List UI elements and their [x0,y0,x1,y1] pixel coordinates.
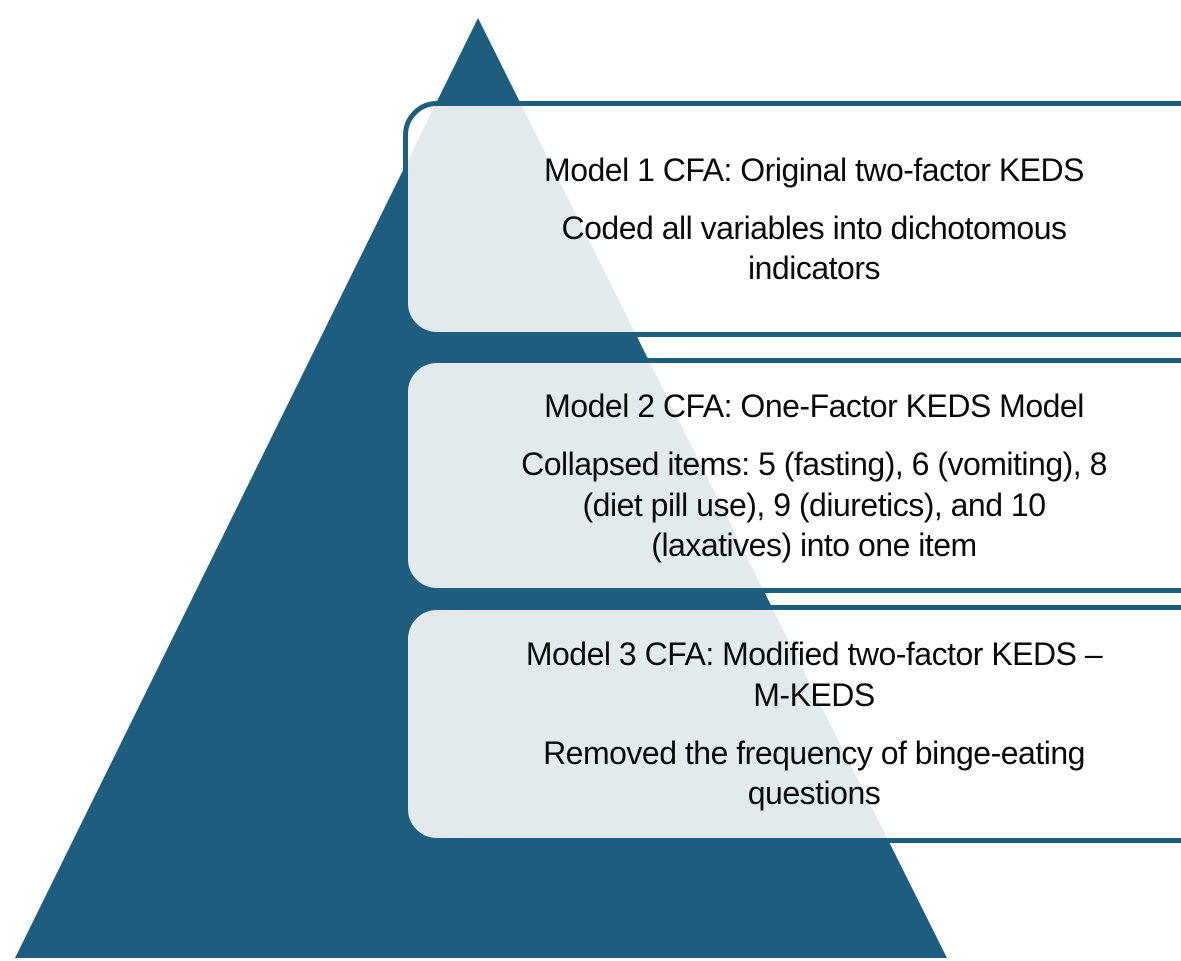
model-3-body: Removed the frequency of binge-eating qu… [543,735,1085,812]
model-3-heading: Model 3 CFA: Modified two-factor KEDS – … [525,636,1103,713]
model-1-body: Coded all variables into dichotomous ind… [561,209,1067,287]
model-1-heading: Model 1 CFA: Original two-factor KEDS [544,151,1084,188]
model-2-body: Collapsed items: 5 (fasting), 6 (vomitin… [521,446,1107,563]
model-2-box: Model 2 CFA: One-Factor KEDS Model Colla… [403,358,1181,593]
model-1-box: Model 1 CFA: Original two-factor KEDS Co… [403,101,1181,337]
model-3-box: Model 3 CFA: Modified two-factor KEDS – … [403,605,1181,843]
model-2-heading: Model 2 CFA: One-Factor KEDS Model [544,387,1084,424]
